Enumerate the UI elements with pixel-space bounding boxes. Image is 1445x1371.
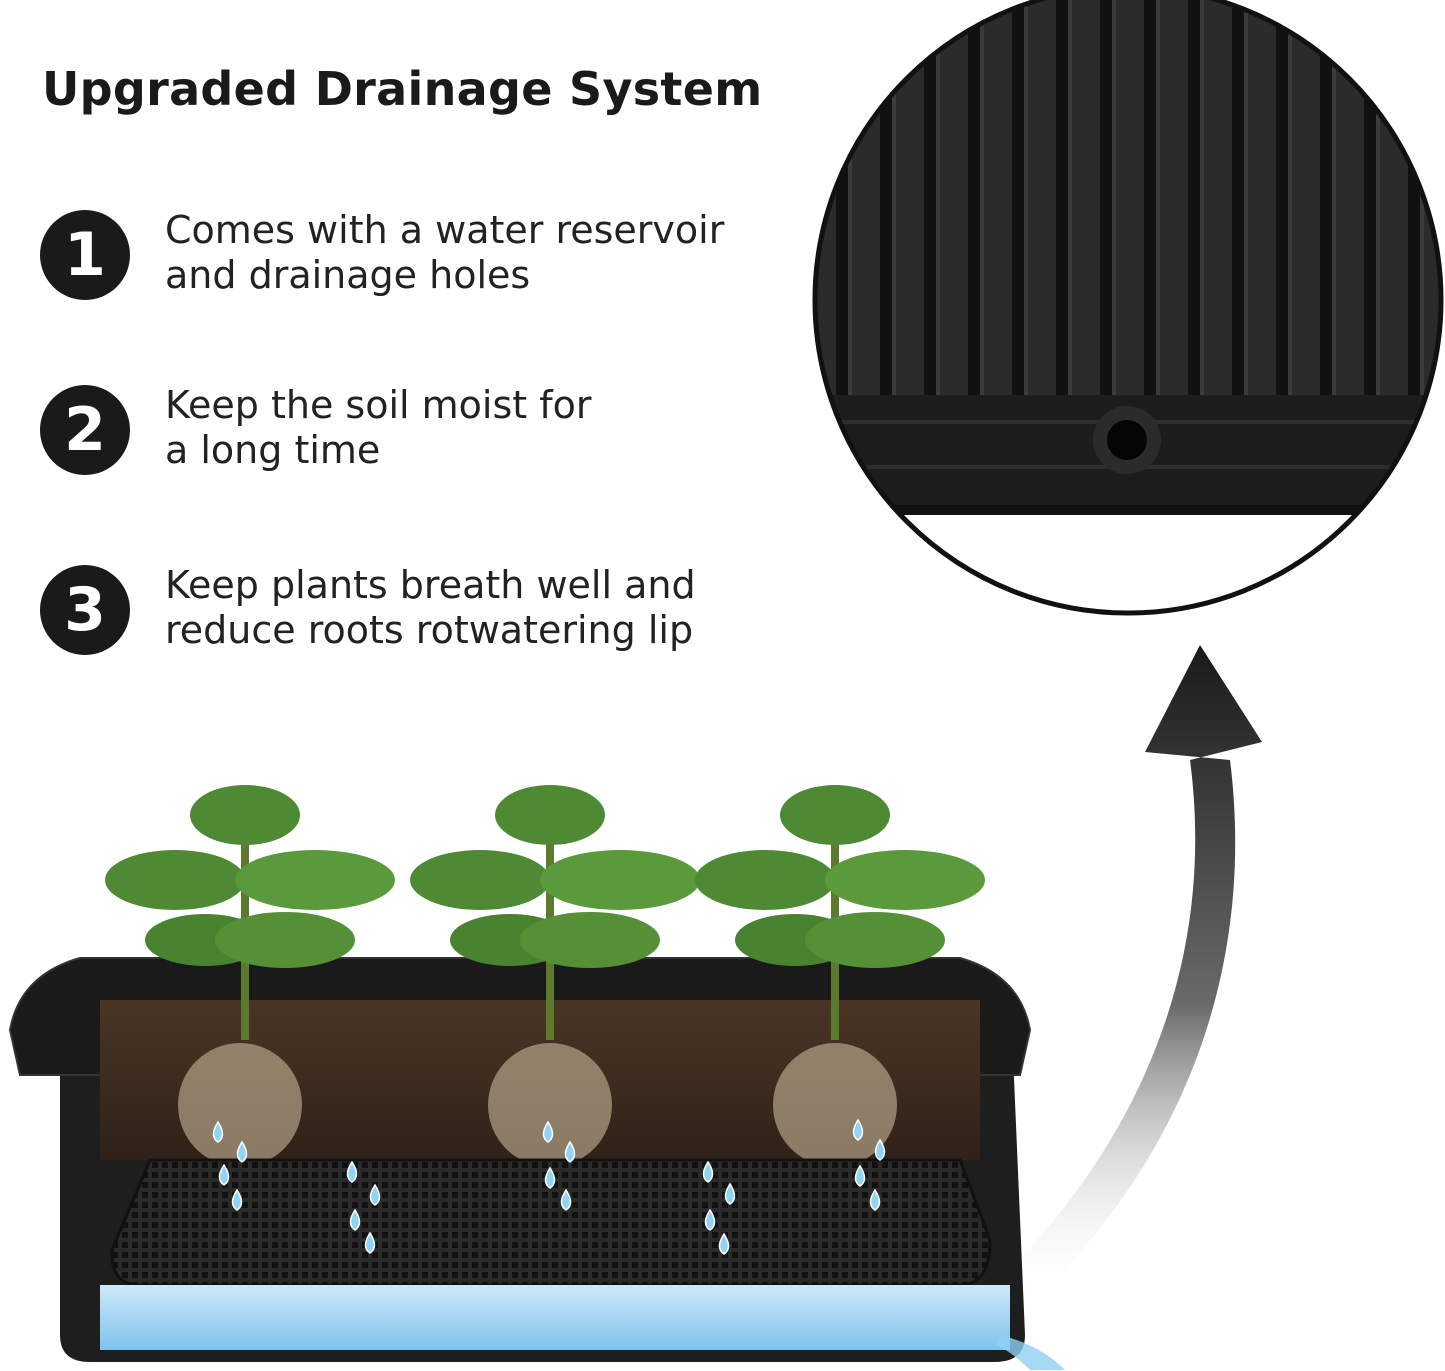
water-drop-icon (718, 1232, 730, 1255)
water-overflow (995, 1335, 1065, 1370)
water-drop-icon (212, 1120, 224, 1143)
feature-text-2-line2: a long time (165, 428, 381, 472)
water-drop-icon (236, 1140, 248, 1163)
feature-item-1: 1 Comes with a water reservoir and drain… (40, 208, 760, 310)
water-drop-icon (869, 1188, 881, 1211)
feature-text-3-line2: reduce roots rotwatering lip (165, 608, 694, 652)
feature-text-1-line2: and drainage holes (165, 253, 531, 297)
water-drop-icon (346, 1160, 358, 1183)
number-badge-2: 2 (40, 385, 130, 475)
feature-item-3: 3 Keep plants breath well and reduce roo… (40, 563, 760, 665)
water-drop-icon (564, 1140, 576, 1163)
plant-illustration (105, 785, 985, 1040)
feature-item-2: 2 Keep the soil moist for a long time (40, 383, 760, 485)
root-ball (178, 1043, 302, 1167)
root-ball (488, 1043, 612, 1167)
water-drop-icon (560, 1188, 572, 1211)
feature-text-1-line1: Comes with a water reservoir (165, 208, 725, 252)
zoom-detail-circle (812, 0, 1444, 616)
number-badge-3: 3 (40, 565, 130, 655)
water-reservoir (100, 1285, 1010, 1350)
water-drop-icon (231, 1188, 243, 1211)
feature-text-3: Keep plants breath well and reduce roots… (165, 563, 785, 653)
water-drop-icon (349, 1208, 361, 1231)
water-drop-icon (218, 1163, 230, 1186)
feature-text-1: Comes with a water reservoir and drainag… (165, 208, 785, 298)
water-drop-icon (702, 1160, 714, 1183)
arrow-up-curve-icon (1000, 645, 1262, 1300)
water-drop-icon (852, 1118, 864, 1141)
water-drop-icon (364, 1231, 376, 1254)
water-drop-icon (369, 1183, 381, 1206)
root-ball (773, 1043, 897, 1167)
planter-illustration (8, 957, 1065, 1370)
water-drop-icon (544, 1166, 556, 1189)
water-drop-icon (874, 1138, 886, 1161)
water-drop-icon (704, 1208, 716, 1231)
feature-text-2: Keep the soil moist for a long time (165, 383, 785, 473)
feature-text-3-line1: Keep plants breath well and (165, 563, 696, 607)
water-drops (212, 1118, 886, 1255)
feature-text-2-line1: Keep the soil moist for (165, 383, 592, 427)
water-drop-icon (854, 1164, 866, 1187)
water-drop-icon (724, 1182, 736, 1205)
number-badge-1: 1 (40, 210, 130, 300)
page-title: Upgraded Drainage System (42, 62, 763, 116)
water-drop-icon (542, 1120, 554, 1143)
